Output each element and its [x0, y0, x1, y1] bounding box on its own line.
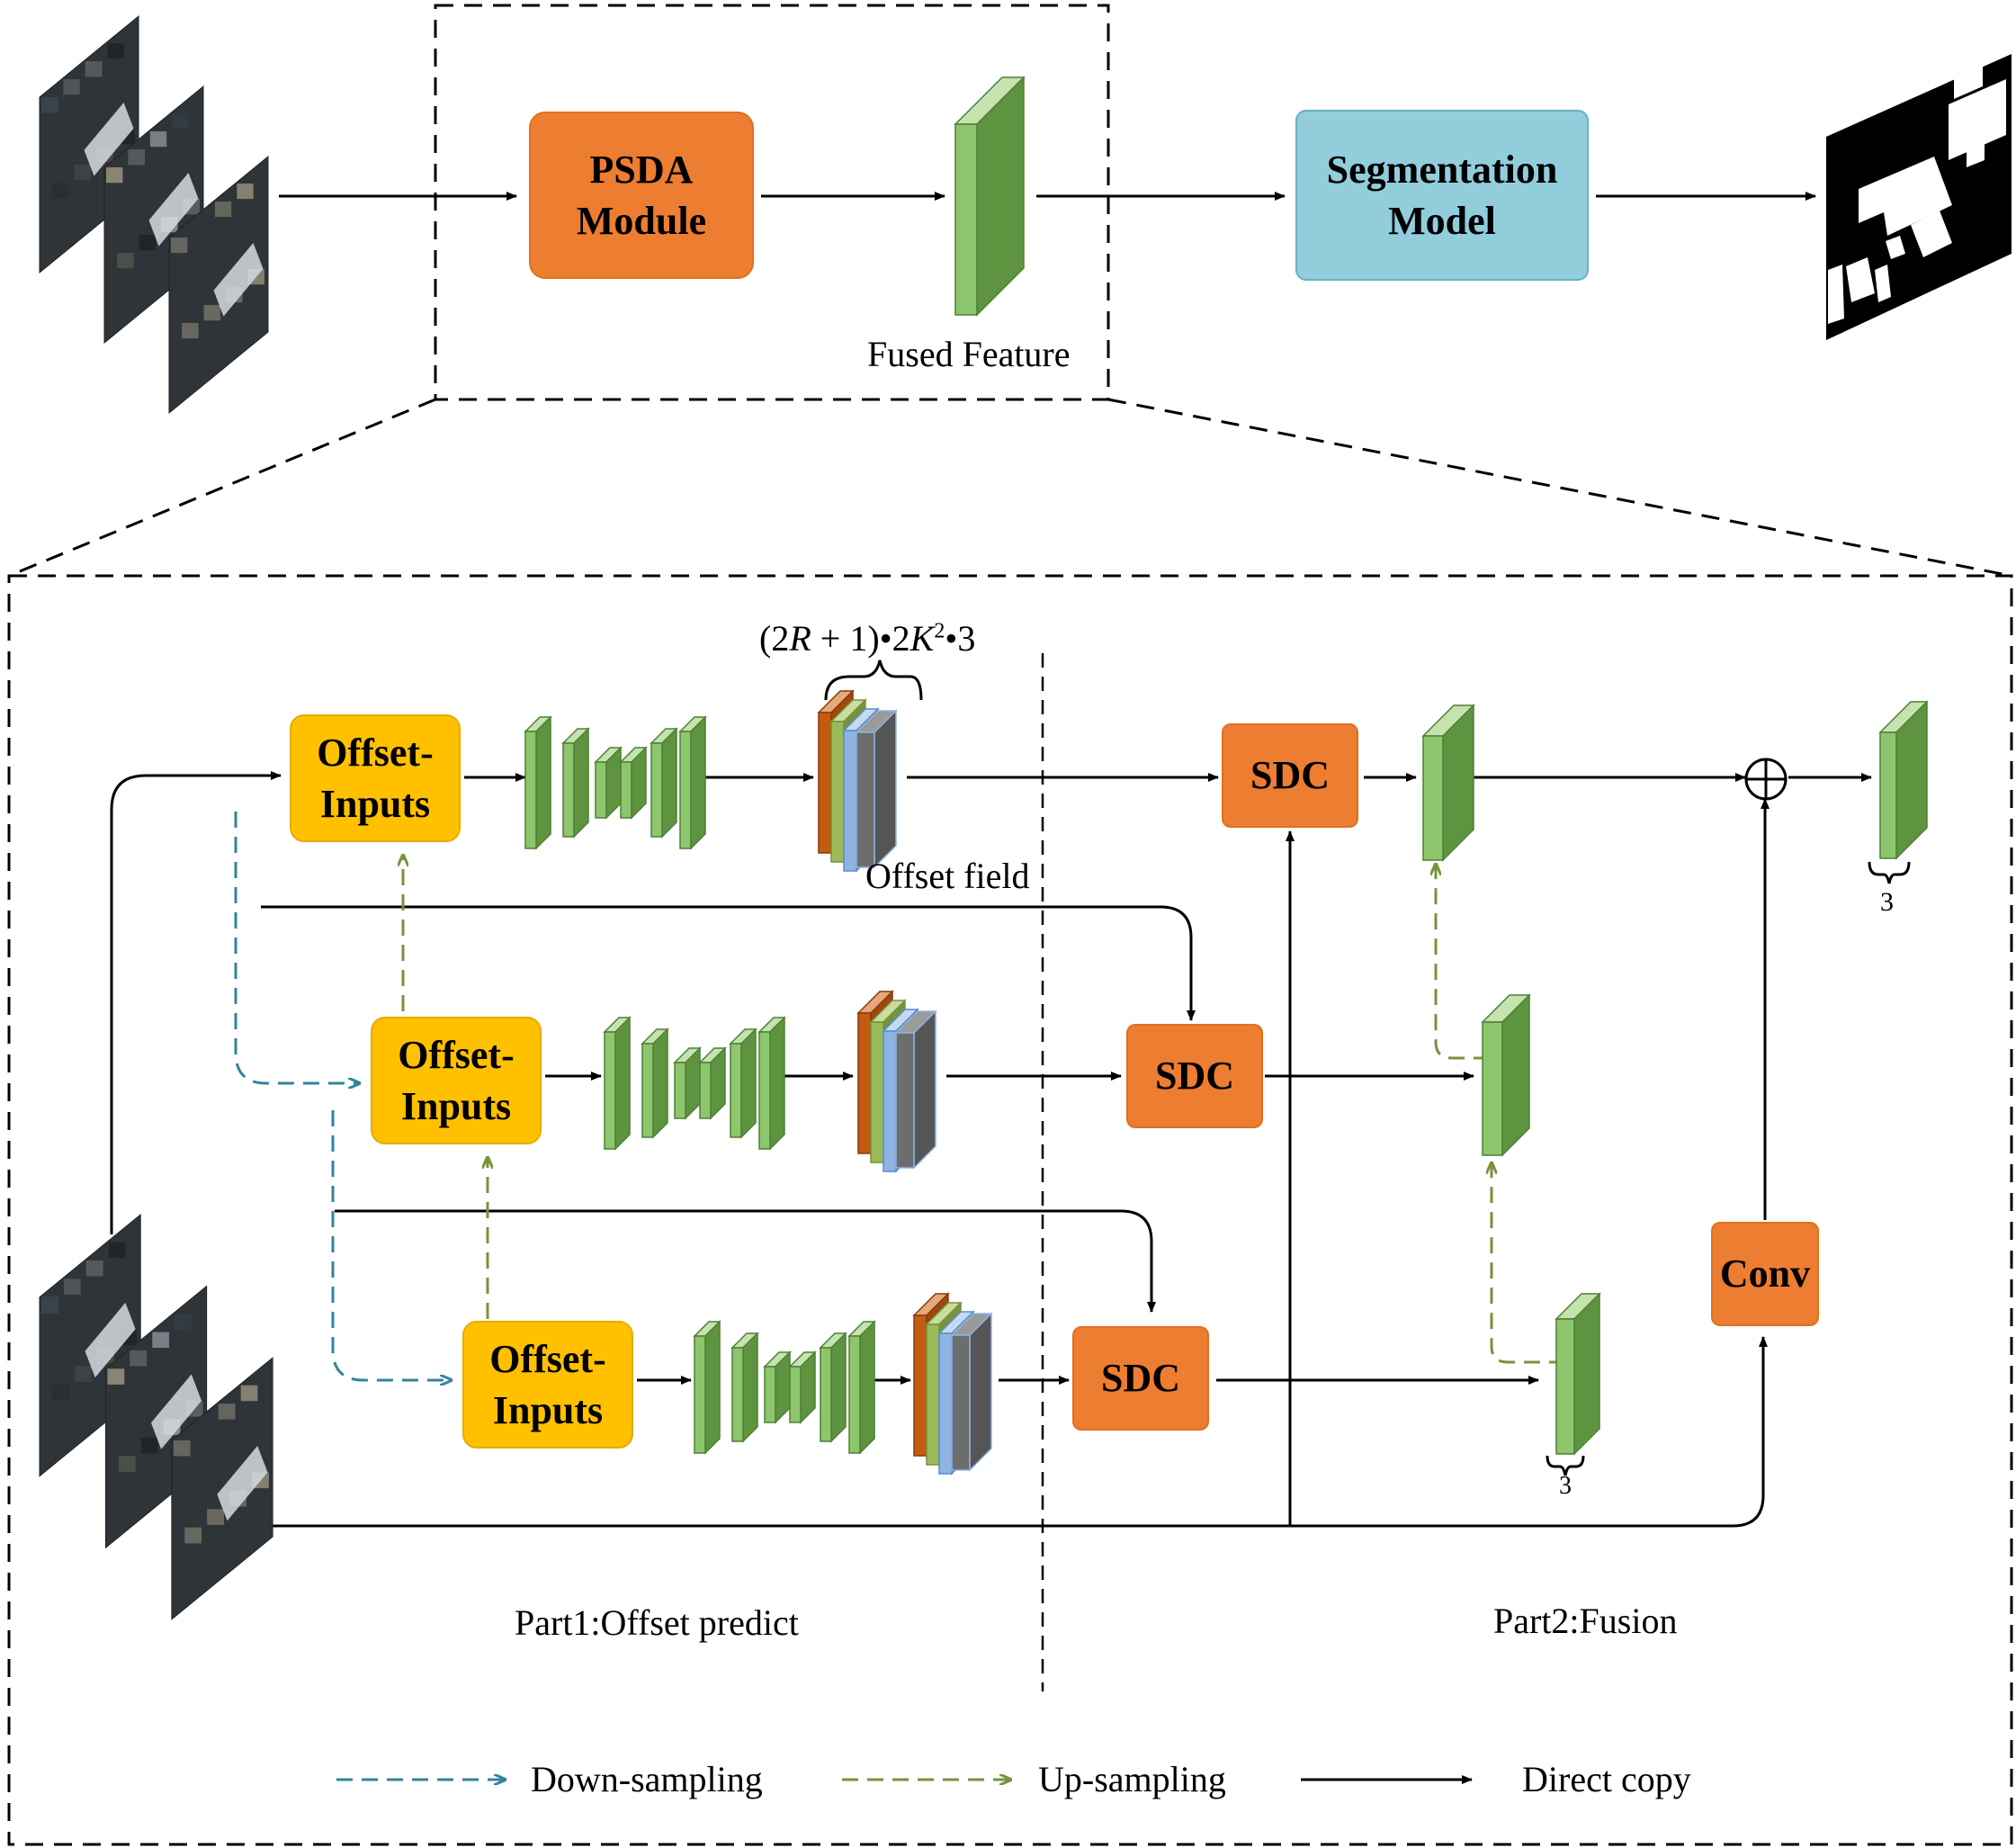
offset-inputs-box-1: Offset- Inputs	[290, 714, 461, 842]
output-channel-count: 3	[1880, 887, 1894, 917]
arrow-input-to-offset1	[110, 771, 282, 1234]
formula-suffix: •3	[945, 618, 976, 659]
psda-detail-frame	[7, 574, 2013, 1846]
unet-layer-2	[561, 727, 590, 839]
arrow-input-to-conv	[245, 1336, 1768, 1528]
unet-layer-5	[729, 1027, 757, 1139]
sdc-box-2: SDC	[1126, 1024, 1263, 1128]
output-map-slab	[1878, 700, 1929, 860]
unet-layer-6	[678, 715, 707, 850]
input-aerial-image-bottom	[39, 1213, 273, 1620]
offset-inputs-box-2: Offset- Inputs	[371, 1017, 542, 1144]
output-map	[1878, 700, 1929, 860]
fused-map-3	[1555, 1292, 1601, 1456]
formula-k: K	[909, 618, 935, 659]
fused-map-2	[1481, 993, 1531, 1157]
zoom-line-left	[8, 398, 436, 578]
legend-down-label: Down-sampling	[531, 1759, 763, 1799]
fused-feature-label: Fused Feature	[867, 334, 1071, 374]
offset-channel-formula: (2R + 1)•2K2•3	[759, 617, 975, 659]
out-brace	[1868, 861, 1911, 884]
unet-layer-1	[603, 1016, 632, 1151]
offset-field-label: Offset field	[865, 856, 1030, 896]
formula-middle: + 1)•2	[811, 618, 910, 659]
unet-layer-3	[763, 1350, 792, 1424]
offset-inputs-box-3: Offset- Inputs	[462, 1321, 633, 1449]
low-brace	[1546, 1455, 1585, 1476]
unet-layer-4	[788, 1350, 817, 1424]
unet-layer-1	[693, 1320, 721, 1455]
input-aerial-image-top	[39, 14, 269, 415]
part1-label: Part1:Offset predict	[515, 1602, 799, 1643]
segmentation-model-box: Segmentation Model	[1295, 110, 1589, 281]
fused-map-1	[1421, 704, 1475, 862]
zoom-line-right	[1107, 398, 2012, 578]
unet-layer-3	[594, 746, 623, 820]
psda-module-box: PSDA Module	[529, 112, 754, 279]
unet-layer-2	[730, 1332, 759, 1443]
unet-layer-5	[819, 1332, 847, 1443]
arrow-up-feat3-to-feat2	[1492, 1162, 1565, 1364]
field-layer-gray	[855, 709, 898, 869]
arrow-copy-to-sdc2	[261, 905, 1196, 1021]
unet-stack-3	[693, 1320, 876, 1455]
unet-layer-4	[698, 1046, 727, 1120]
fused-feature-slab	[954, 76, 1026, 317]
unet-stack-2	[603, 1016, 786, 1151]
fused-feature-block	[954, 76, 1026, 317]
psda-zoom-frame	[434, 4, 1110, 401]
formula-prefix: (2	[759, 618, 790, 659]
offset-field-3	[912, 1292, 993, 1476]
sdc-box-3: SDC	[1072, 1326, 1209, 1431]
arrow-down-1	[234, 812, 360, 1083]
unet-layer-1	[524, 715, 552, 850]
formula-brace	[824, 659, 923, 701]
unet-layer-6	[757, 1016, 786, 1151]
formula-r: R	[789, 618, 811, 659]
legend-up-label: Up-sampling	[1038, 1759, 1226, 1799]
unet-layer-3	[673, 1046, 702, 1120]
segmentation-mask-image	[1826, 52, 2012, 340]
formula-exp: 2	[934, 619, 945, 643]
sum-operator-icon	[1744, 758, 1788, 801]
offset-field-2	[856, 990, 937, 1173]
field-layer-gray	[894, 1009, 937, 1170]
arrow-down-2	[331, 1110, 452, 1380]
field-layer-gray	[950, 1312, 993, 1472]
sdc-box-1: SDC	[1222, 723, 1358, 828]
aerial-layer	[168, 155, 269, 415]
fused-map-2-slab	[1481, 993, 1531, 1157]
arrow-copy-to-sdc3	[335, 1209, 1156, 1313]
unet-layer-2	[641, 1027, 669, 1139]
fused-map-3-slab	[1555, 1292, 1601, 1456]
legend-direct-label: Direct copy	[1522, 1759, 1691, 1799]
conv-box: Conv	[1711, 1222, 1819, 1326]
unet-layer-5	[650, 727, 678, 839]
offset-field-1	[817, 689, 898, 873]
fused-map-1-slab	[1421, 704, 1475, 862]
low-channel-count: 3	[1559, 1472, 1572, 1500]
unet-layer-4	[619, 746, 648, 820]
arrow-up-feat2-to-feat1	[1436, 864, 1490, 1060]
unet-stack-1	[524, 715, 707, 850]
aerial-layer	[171, 1357, 273, 1620]
part2-label: Part2:Fusion	[1493, 1601, 1678, 1641]
unet-layer-6	[847, 1320, 876, 1455]
